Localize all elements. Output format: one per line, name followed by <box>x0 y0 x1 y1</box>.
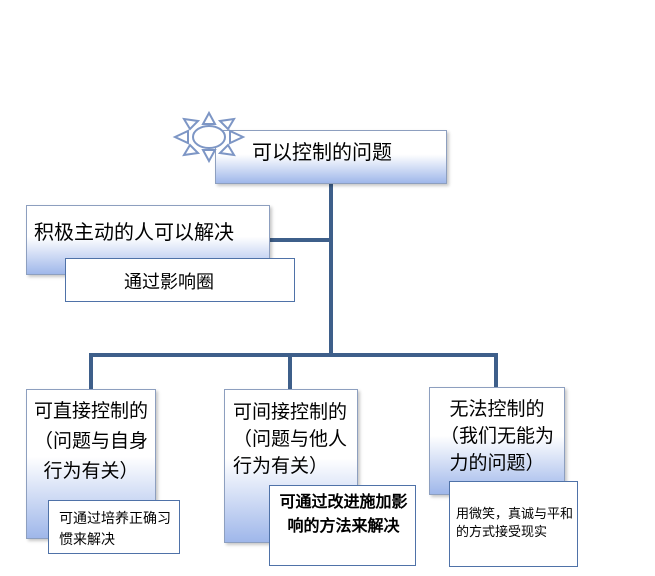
uncontrollable-note: 用微笑，真诚与平和的方式接受现实 <box>449 481 578 567</box>
direct-note-label: 可通过培养正确习惯来解决 <box>59 511 171 548</box>
connector-proactive-branch <box>270 238 331 242</box>
root-node: 可以控制的问题 <box>215 130 447 184</box>
uncontrollable-node: 无法控制的（我们无能为力的问题） <box>429 387 565 495</box>
proactive-node-label: 积极主动的人可以解决 <box>34 220 234 244</box>
connector-root-trunk <box>329 184 333 357</box>
proactive-note: 通过影响圈 <box>65 258 295 302</box>
connector-indirect <box>288 353 292 389</box>
indirect-note: 可通过改进施加影响的方法来解决 <box>269 485 416 566</box>
connector-direct <box>89 353 93 389</box>
proactive-note-label: 通过影响圈 <box>124 272 214 293</box>
connector-uncontrollable <box>494 353 498 389</box>
uncontrollable-note-label: 用微笑，真诚与平和的方式接受现实 <box>456 507 574 540</box>
connector-horizontal-bar <box>89 353 498 357</box>
uncontrollable-node-label: 无法控制的（我们无能为力的问题） <box>439 398 554 474</box>
direct-node-sub: （问题与自身行为有关） <box>33 430 148 482</box>
direct-node-label: 可直接控制的 <box>33 400 148 422</box>
root-node-label: 可以控制的问题 <box>252 140 392 164</box>
indirect-note-label: 可通过改进施加影响的方法来解决 <box>279 492 408 535</box>
indirect-node-label: 可间接控制的（问题与他人行为有关） <box>233 401 348 477</box>
direct-note: 可通过培养正确习惯来解决 <box>48 500 180 554</box>
